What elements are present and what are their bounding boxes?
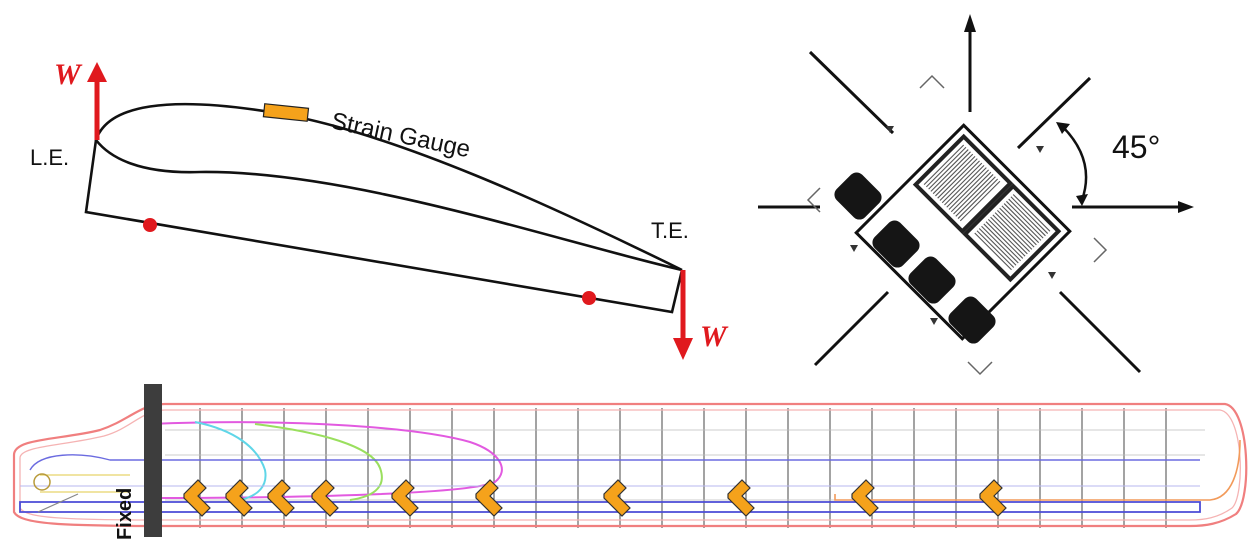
blade-cyan-contour	[194, 421, 267, 501]
blade-grid	[165, 408, 1205, 528]
support-point-right	[582, 291, 596, 305]
airfoil-base-outline	[84, 139, 684, 314]
blade-outer-outline	[12, 402, 1248, 528]
blade-strain-gauge	[727, 479, 755, 517]
blade-strain-gauge	[225, 479, 253, 517]
load-label-up: W	[54, 58, 83, 91]
fixed-label: Fixed	[114, 488, 136, 540]
rosette-grid-2	[974, 194, 1051, 271]
blade-blue-spar	[29, 454, 1200, 471]
blade-strain-gauge	[475, 479, 503, 517]
blade-planform: Fixed	[12, 384, 1248, 540]
blade-strain-gauge	[603, 479, 631, 517]
blade-magenta-contour	[149, 421, 503, 499]
angle-label: 45°	[1112, 129, 1160, 165]
blade-strain-gauge	[183, 479, 211, 517]
leading-edge-label: L.E.	[30, 145, 69, 170]
load-label-down: W	[700, 320, 729, 353]
rosette-grid-1	[923, 144, 1001, 222]
blade-strain-gauge	[851, 479, 879, 517]
fixed-support-bar	[144, 384, 162, 537]
strain-rosette: 45°	[758, 14, 1194, 376]
blade-strain-gauge	[267, 479, 295, 517]
blade-strain-gauge	[391, 479, 419, 517]
angle-arc	[1061, 125, 1088, 201]
blade-green-contour	[254, 423, 383, 501]
strain-gauge-patch	[262, 103, 310, 122]
support-point-left	[143, 218, 157, 232]
strain-gauge-label: Strain Gauge	[329, 107, 473, 163]
airfoil-section: W W L.E. T.E. Strain Gauge	[30, 58, 729, 360]
blade-gauge-group	[183, 479, 1007, 517]
blade-strain-gauge	[311, 479, 339, 517]
load-arrow-down	[673, 270, 693, 360]
blade-strain-gauge	[979, 479, 1007, 517]
airfoil-profile	[94, 102, 683, 272]
load-arrow-up	[87, 62, 107, 140]
solder-pads	[834, 172, 996, 344]
trailing-edge-label: T.E.	[651, 218, 689, 243]
